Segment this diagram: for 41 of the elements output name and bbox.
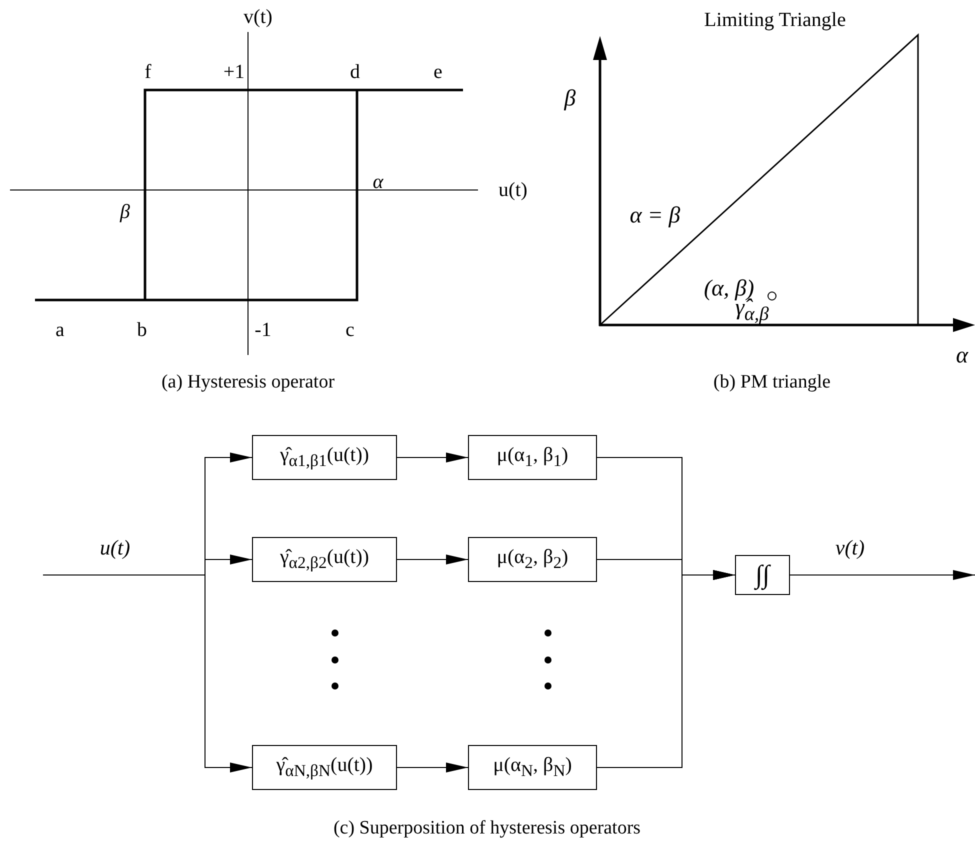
operator-box xyxy=(252,537,397,582)
axis-label: f xyxy=(144,62,152,82)
axis-label: -1 xyxy=(254,320,272,340)
axis-label: c xyxy=(346,320,354,340)
axis-label: a xyxy=(56,320,64,340)
axis-label: α xyxy=(956,344,968,366)
axis-label: b xyxy=(137,320,147,340)
operator-box xyxy=(252,745,397,790)
axis-label: α xyxy=(372,172,384,192)
axis-label: β xyxy=(120,202,130,222)
edge-label: v(t) xyxy=(833,538,867,558)
axis-label: u(t) xyxy=(498,180,528,200)
arrow xyxy=(596,570,736,768)
arrow xyxy=(396,452,468,462)
box-label: γ̂$_{α2,β2}$(u(t)) xyxy=(280,546,370,573)
axis-label: α = β xyxy=(630,204,680,226)
arrow xyxy=(396,762,468,772)
axis-label: e xyxy=(434,62,442,82)
arrow xyxy=(790,570,975,580)
operator-box xyxy=(252,435,397,480)
box-label: μ(α$_{1}$, β$_{1}$) xyxy=(496,444,568,471)
axis-label: β xyxy=(564,86,576,110)
box-label: γ̂$_{αN,βN}$(u(t)) xyxy=(276,754,373,781)
arrow xyxy=(396,554,468,564)
axis-label: +1 xyxy=(223,62,245,82)
weight-box xyxy=(468,745,597,790)
box-label: μ(α$_{N}$, β$_{N}$) xyxy=(493,754,572,781)
region-label: Limiting Triangle xyxy=(704,10,846,30)
figure-caption: (b) PM triangle xyxy=(713,372,831,392)
integrator-box xyxy=(735,555,790,595)
weight-box xyxy=(468,435,597,480)
box-label: ∫∫ xyxy=(755,560,770,590)
figure-caption: (c) Superposition of hysteresis operators xyxy=(333,818,641,838)
axis-label: d xyxy=(350,62,360,82)
box-label: γ̂$_{α1,β1}$(u(t)) xyxy=(280,444,370,471)
weight-box xyxy=(468,537,597,582)
arrow xyxy=(42,574,252,772)
edge-label: u(t) xyxy=(98,538,132,558)
figure-caption: (a) Hysteresis operator xyxy=(161,372,335,392)
box-label: μ(α$_{2}$, β$_{2}$) xyxy=(496,546,568,573)
axis-label: v(t) xyxy=(244,7,272,27)
